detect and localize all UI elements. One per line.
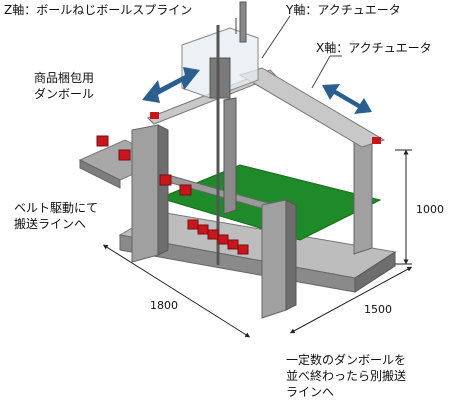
- product-box-label: 商品梱包用 ダンボール: [34, 71, 95, 101]
- dimension-width: 1800: [150, 299, 178, 312]
- y-direction-arrow: [142, 67, 200, 103]
- dimension-height: 1000: [416, 203, 444, 216]
- dimension-depth: 1500: [364, 303, 392, 316]
- stack-complete-label: 一定数のダンボールを 並べ終わったら別搬送 ラインへ: [286, 353, 407, 399]
- boxes-on-belt: [96, 135, 192, 196]
- leader-lines: [235, 15, 342, 89]
- z-axis-label: Z軸：ボールねじボールスプライン: [4, 3, 193, 17]
- dimension-lines: [102, 149, 413, 338]
- x-axis-label: X軸：アクチュエータ: [316, 41, 432, 55]
- belt-drive-label: ベルト駆動にて 搬送ラインへ: [14, 201, 99, 231]
- frame-pillars: [131, 97, 373, 319]
- y-axis-label: Y軸：アクチュエータ: [286, 3, 401, 17]
- z-axis-carriage: [181, 1, 259, 265]
- work-floor: [158, 164, 382, 241]
- x-direction-arrow: [322, 84, 372, 114]
